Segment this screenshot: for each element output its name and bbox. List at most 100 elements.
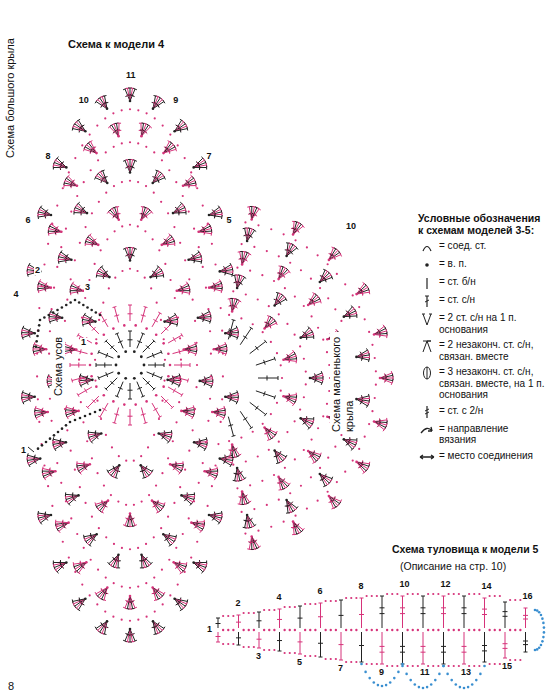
stitch-bar: [128, 313, 133, 314]
stitch-top: [153, 340, 156, 343]
chain-dot: [145, 543, 147, 545]
stitch-line: [90, 235, 98, 245]
chain-dot: [195, 342, 197, 344]
stitch-top: [274, 395, 275, 399]
stitch-line: [152, 403, 160, 417]
stitch-line: [118, 123, 120, 136]
stitch-top: [128, 331, 132, 332]
stitch-line: [240, 328, 251, 345]
stitch-line: [41, 207, 51, 215]
chain-dot: [112, 112, 114, 114]
stitch-top: [60, 250, 62, 253]
stitch-line: [200, 381, 212, 386]
stitch-top: [201, 260, 203, 264]
chain-dot: [62, 541, 64, 543]
chain-dot: [160, 319, 162, 321]
chain-dot: [115, 364, 118, 367]
chain-dot: [49, 330, 51, 332]
stitch-top: [95, 627, 97, 630]
chain-dot: [129, 548, 131, 550]
chain-dot: [43, 464, 45, 466]
chain-dot: [38, 307, 40, 309]
chain-dot: [39, 457, 42, 460]
chain-dot: [117, 372, 120, 375]
stitch-line: [232, 301, 239, 312]
stitch-bar: [130, 95, 135, 97]
stitch-top: [276, 321, 278, 325]
stitch-line: [97, 501, 109, 507]
stitch-bar: [130, 254, 135, 256]
chain-dot: [104, 117, 106, 119]
chain-dot: [70, 450, 72, 452]
stitch-top: [167, 440, 170, 443]
stitch-bar: [92, 147, 96, 149]
chain-dot: [188, 278, 190, 280]
chain-dot: [84, 297, 86, 299]
chain-dot: [152, 107, 155, 110]
chain-dot: [205, 441, 207, 443]
chain-dot: [179, 486, 181, 488]
stitch-bar: [156, 274, 158, 279]
stitch-top: [179, 471, 182, 474]
stitch-bar: [188, 183, 189, 188]
chain-dot: [208, 286, 211, 289]
chain-dot: [124, 377, 127, 380]
chain-dot: [129, 595, 132, 598]
chain-dot: [180, 410, 183, 413]
stitch-bar: [153, 319, 157, 322]
chain-dot: [80, 401, 82, 403]
stitch-line: [198, 318, 210, 322]
chain-dot: [112, 616, 114, 618]
stitch-line: [170, 464, 180, 473]
chain-dot: [281, 377, 283, 379]
chain-dot: [68, 556, 70, 558]
chain-dot: [113, 582, 115, 584]
stitch-top: [105, 388, 108, 391]
chain-dot: [137, 109, 139, 111]
stitch-line: [151, 276, 164, 277]
stitch-bar: [218, 349, 220, 354]
chain-dot: [134, 324, 137, 327]
stitch-line: [23, 392, 35, 397]
stitch-line: [163, 149, 175, 153]
stitch-line: [117, 382, 123, 397]
chain-dot: [91, 379, 94, 382]
chain-dot: [169, 594, 171, 596]
stitch-line: [143, 341, 154, 352]
stitch-line: [77, 463, 90, 464]
stitch-bar: [139, 560, 144, 561]
chain-dot: [118, 455, 120, 457]
stitch-bar: [78, 363, 79, 368]
stitch-line: [54, 563, 67, 565]
stitch-line: [184, 349, 196, 354]
chain-dot: [221, 398, 223, 400]
stitch-top: [128, 425, 132, 426]
chain-dot: [262, 423, 264, 425]
chain-dot: [111, 446, 113, 448]
stitch-top: [178, 384, 180, 388]
chain-dot: [168, 169, 170, 171]
chain-dot: [56, 266, 58, 268]
chain-dot: [175, 547, 177, 549]
chain-dot: [95, 152, 98, 155]
stitch-line: [183, 183, 196, 186]
chain-dot: [91, 516, 93, 518]
chain-dot: [74, 469, 76, 471]
chain-dot: [179, 337, 181, 339]
chain-dot: [161, 159, 163, 161]
chain-dot: [153, 151, 155, 153]
chain-dot: [37, 330, 39, 332]
stitch-bar: [65, 254, 68, 258]
chain-dot: [50, 420, 52, 422]
chain-dot: [187, 258, 190, 261]
stitch-top: [150, 210, 152, 213]
stitch-bar: [77, 285, 80, 289]
chain-dot: [62, 187, 64, 189]
stitch-top: [187, 379, 188, 383]
stitch-line: [141, 127, 150, 136]
chain-dot: [117, 500, 119, 502]
stitch-line: [125, 596, 130, 608]
chain-dot: [174, 297, 176, 299]
stitch-bar: [71, 180, 75, 183]
chain-dot: [86, 440, 88, 442]
